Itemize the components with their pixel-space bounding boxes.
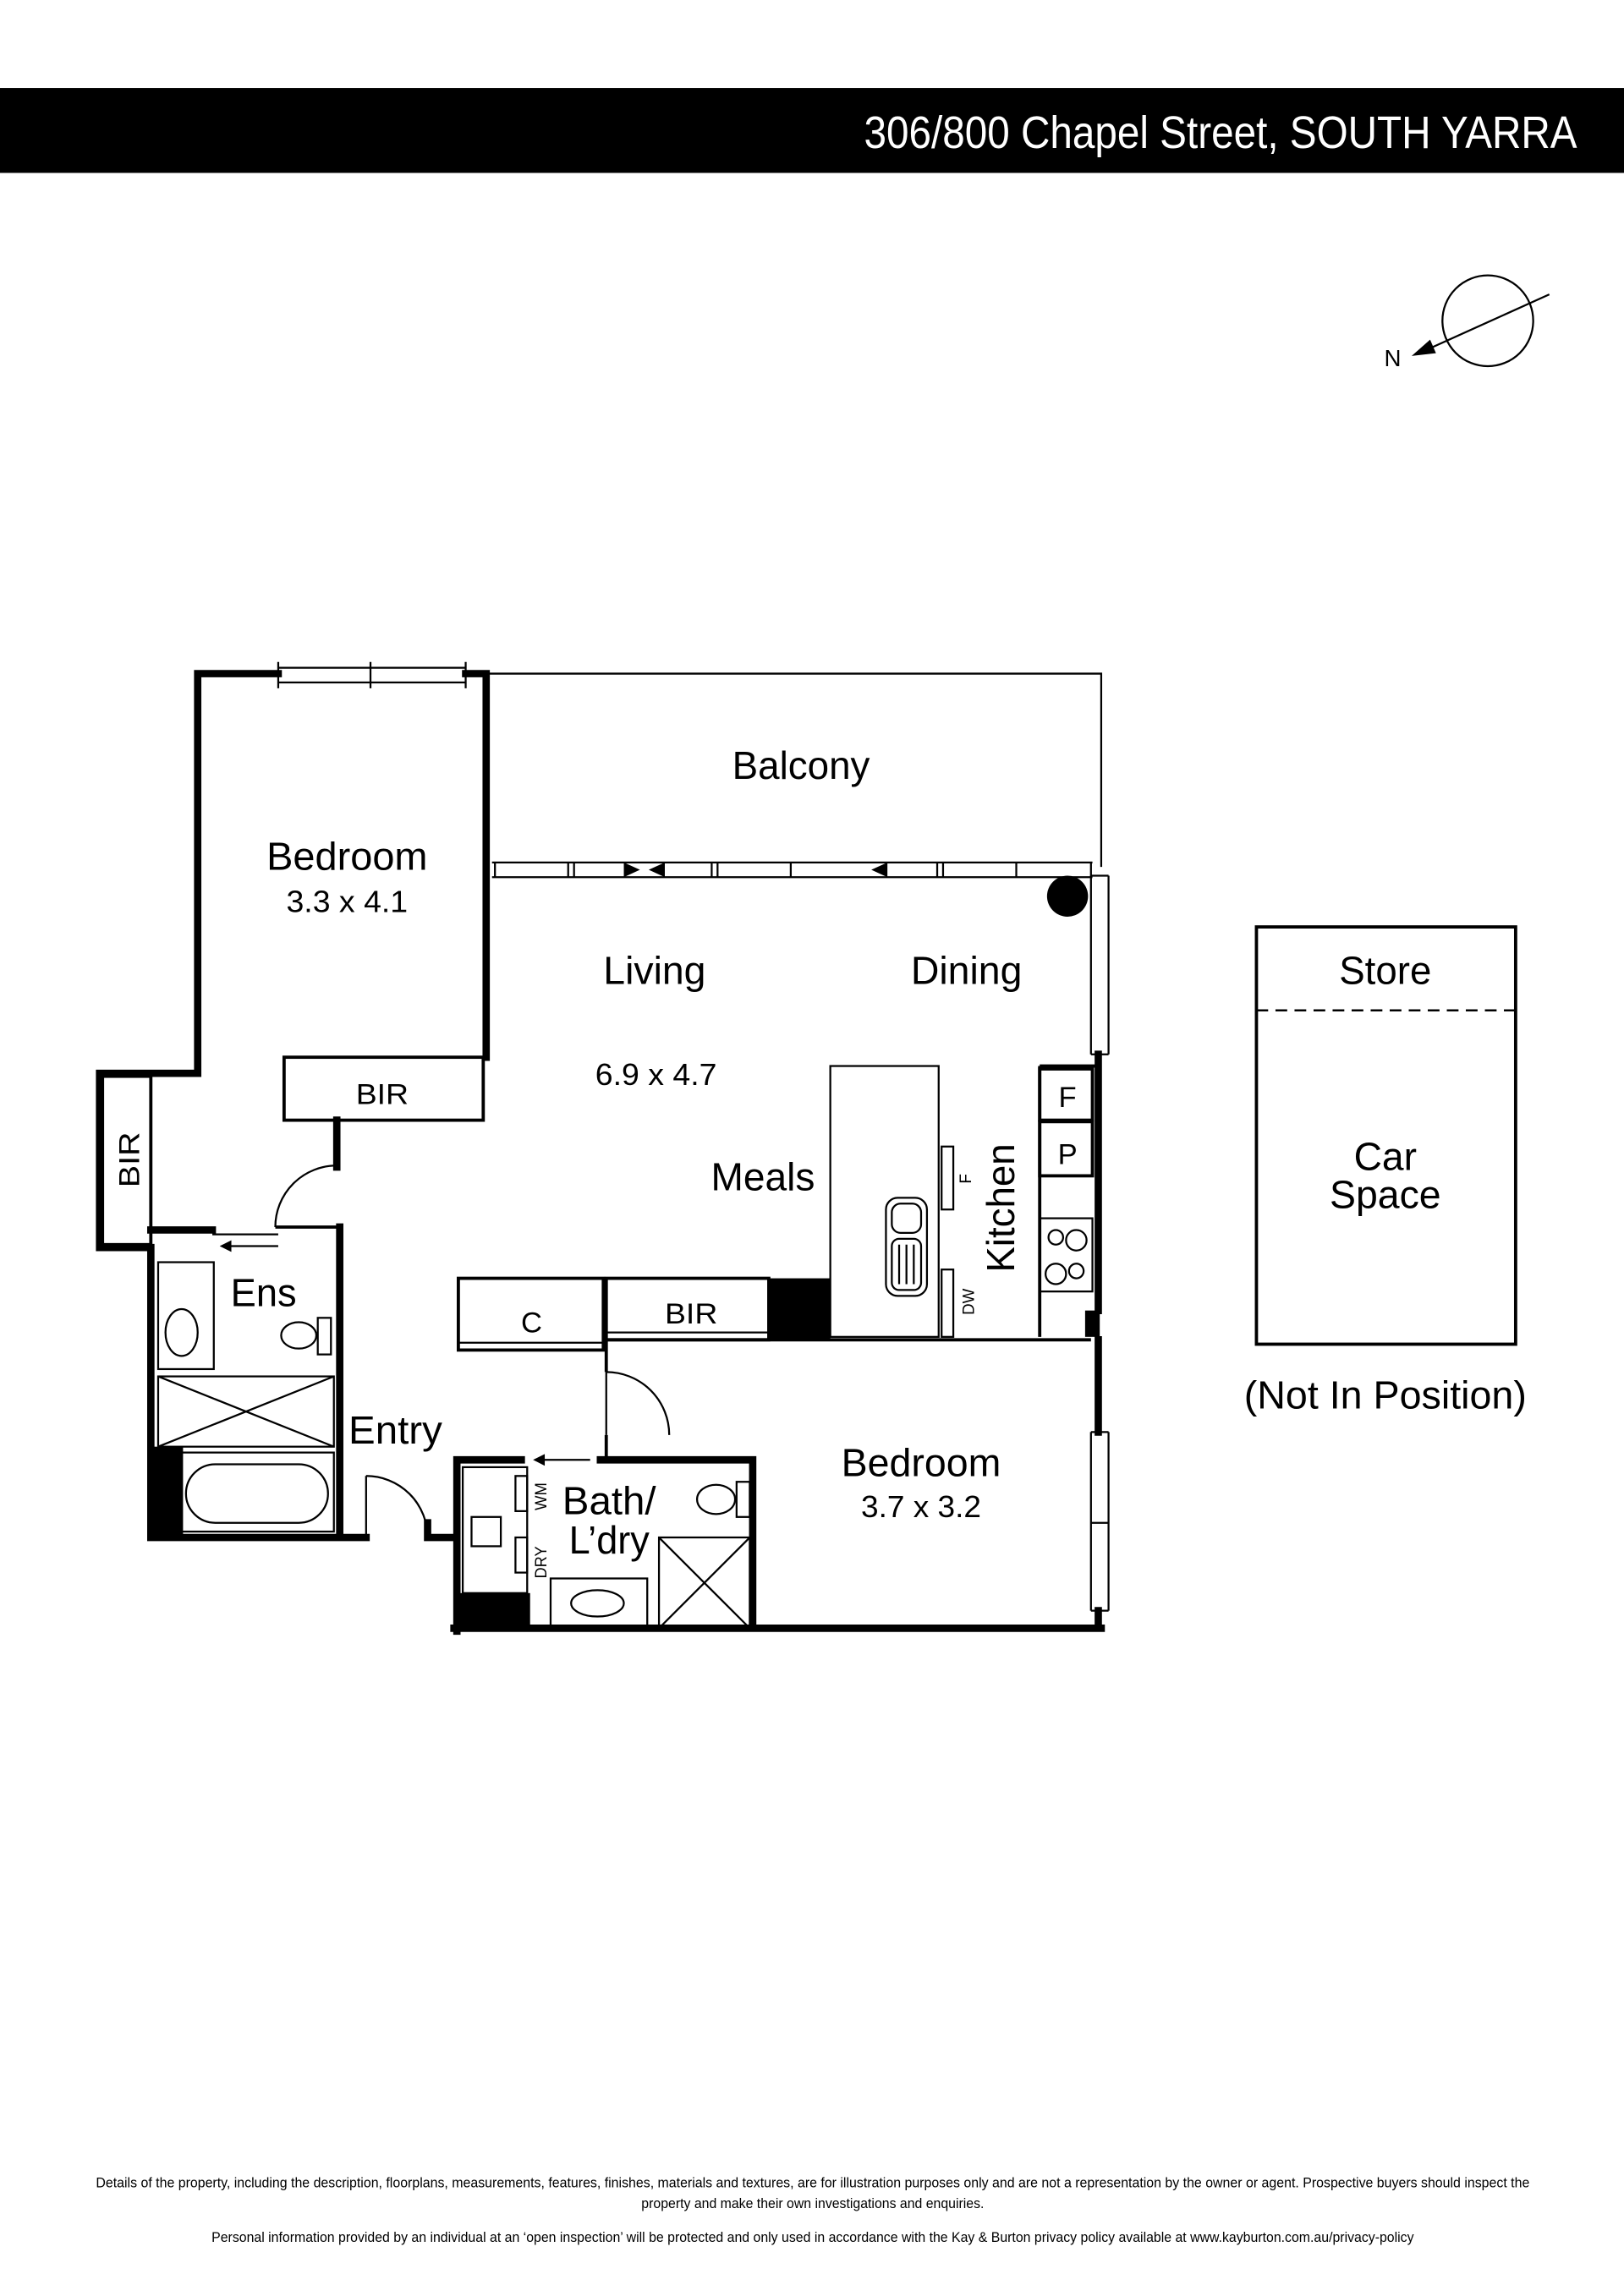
slide-left-arrow-icon [533, 1454, 546, 1466]
bedroom-second-label: Bedroom [842, 1440, 1001, 1484]
compass-ring [1441, 274, 1534, 368]
bath-laundry-label-line2: L’dry [569, 1518, 650, 1562]
door-swing-front-entry [365, 1475, 429, 1538]
kitchen-sink-drainer [891, 1203, 923, 1235]
island-appliance-box [941, 1145, 955, 1211]
toilet-cistern [735, 1481, 751, 1518]
sink-icon [164, 1307, 199, 1357]
dishwasher-label: DW [960, 1289, 978, 1315]
bath-laundry-label-line1: Bath/ [562, 1478, 656, 1522]
kitchen-sink-ribs [897, 1244, 915, 1285]
living-label: Living [603, 949, 705, 993]
property-address: 306/800 Chapel Street, SOUTH YARRA [864, 107, 1577, 158]
kitchen-duct [1084, 1310, 1100, 1337]
cooktop-outline [1039, 1217, 1094, 1293]
island-marker-label: F [957, 1174, 975, 1184]
window-bedroom-main [277, 661, 467, 688]
side-robe-label: BIR [113, 1132, 145, 1187]
dining-label: Dining [911, 949, 1023, 993]
sink-icon [570, 1589, 625, 1618]
north-label: N [1384, 345, 1401, 371]
balcony-label: Balcony [732, 743, 870, 787]
ensuite-duct [151, 1446, 184, 1538]
cooktop-burner [1067, 1263, 1085, 1280]
balcony-sliding-door [491, 861, 1093, 879]
bathtub-basin [184, 1463, 329, 1524]
service-duct [768, 1278, 831, 1340]
dryer-label: DRY [533, 1546, 551, 1578]
dishwasher-box [941, 1269, 955, 1338]
laundry-tub-icon [470, 1515, 502, 1548]
shower-cross [157, 1375, 335, 1448]
window-living [1089, 874, 1110, 1055]
structural-column [1046, 875, 1089, 917]
car-space-note: (Not In Position) [1244, 1373, 1527, 1417]
living-size: 6.9 x 4.7 [595, 1057, 717, 1092]
door-swing-ensuite-passage [274, 1164, 337, 1227]
door-swing-bedroom-second [605, 1371, 671, 1435]
bedroom-second-size: 3.7 x 3.2 [861, 1489, 981, 1524]
ensuite-label: Ens [231, 1270, 297, 1314]
kitchen-sink-bowl [891, 1237, 923, 1291]
slide-left-arrow-icon [871, 862, 888, 878]
cooktop-burner [1045, 1263, 1067, 1285]
sliding-door-ensuite [212, 1233, 278, 1247]
cooktop-burner [1065, 1229, 1088, 1252]
cooktop-icon [1039, 1217, 1094, 1293]
robe-side [101, 1074, 153, 1247]
car-space-outline [1254, 925, 1517, 1346]
toilet-icon [280, 1321, 318, 1350]
interior-walls [275, 1064, 1099, 1460]
header-bar [0, 88, 1624, 173]
slide-left-arrow-icon [648, 862, 666, 878]
disclaimer-line-2: property and make their own investigatio… [641, 2196, 984, 2211]
store-label: Store [1339, 949, 1431, 993]
bath-vanity [549, 1577, 649, 1630]
dryer-box [514, 1536, 529, 1574]
pantry-label: P [1058, 1139, 1078, 1171]
entry-label: Entry [348, 1408, 442, 1452]
cupboard-entry [456, 1276, 606, 1352]
laundry-cabinet [461, 1466, 529, 1594]
compass-needle [1429, 293, 1550, 350]
car-space-label-line1: Car [1354, 1134, 1417, 1178]
washing-machine-label: WM [533, 1482, 551, 1510]
kitchen-island [829, 1065, 940, 1338]
toilet-icon [695, 1483, 737, 1515]
shower-cross [658, 1537, 751, 1630]
hall-robe-label: BIR [665, 1298, 717, 1330]
meals-label: Meals [711, 1155, 815, 1199]
cooktop-burner [1047, 1229, 1065, 1246]
disclaimer-line-1: Details of the property, including the d… [96, 2176, 1529, 2191]
kitchen-sink-icon [885, 1197, 929, 1297]
ensuite-vanity [156, 1261, 215, 1371]
washing-machine-box [514, 1475, 529, 1512]
balcony-outline [486, 672, 1103, 868]
slide-right-arrow-icon [623, 862, 640, 878]
robe-bedroom-main [282, 1055, 486, 1122]
cupboard-label: C [521, 1307, 542, 1340]
slide-left-arrow-icon [219, 1240, 232, 1252]
shower-icon [156, 1375, 335, 1448]
privacy-notice: Personal information provided by an indi… [211, 2230, 1414, 2245]
compass-arrowhead [1411, 339, 1436, 356]
car-space-label-line2: Space [1330, 1172, 1441, 1216]
north-arrow-icon [1411, 274, 1550, 368]
kitchen-label: Kitchen [979, 1143, 1023, 1272]
pantry-box [1038, 1120, 1095, 1178]
fridge-label: F [1059, 1082, 1077, 1114]
shower-icon [657, 1536, 751, 1630]
window-bedroom-second [1089, 1431, 1110, 1612]
bedroom-main-robe-label: BIR [356, 1079, 409, 1111]
toilet-cistern [316, 1317, 332, 1356]
laundry-duct [453, 1592, 530, 1631]
bedroom-main-size: 3.3 x 4.1 [286, 885, 408, 919]
bedroom-main-label: Bedroom [266, 835, 427, 879]
